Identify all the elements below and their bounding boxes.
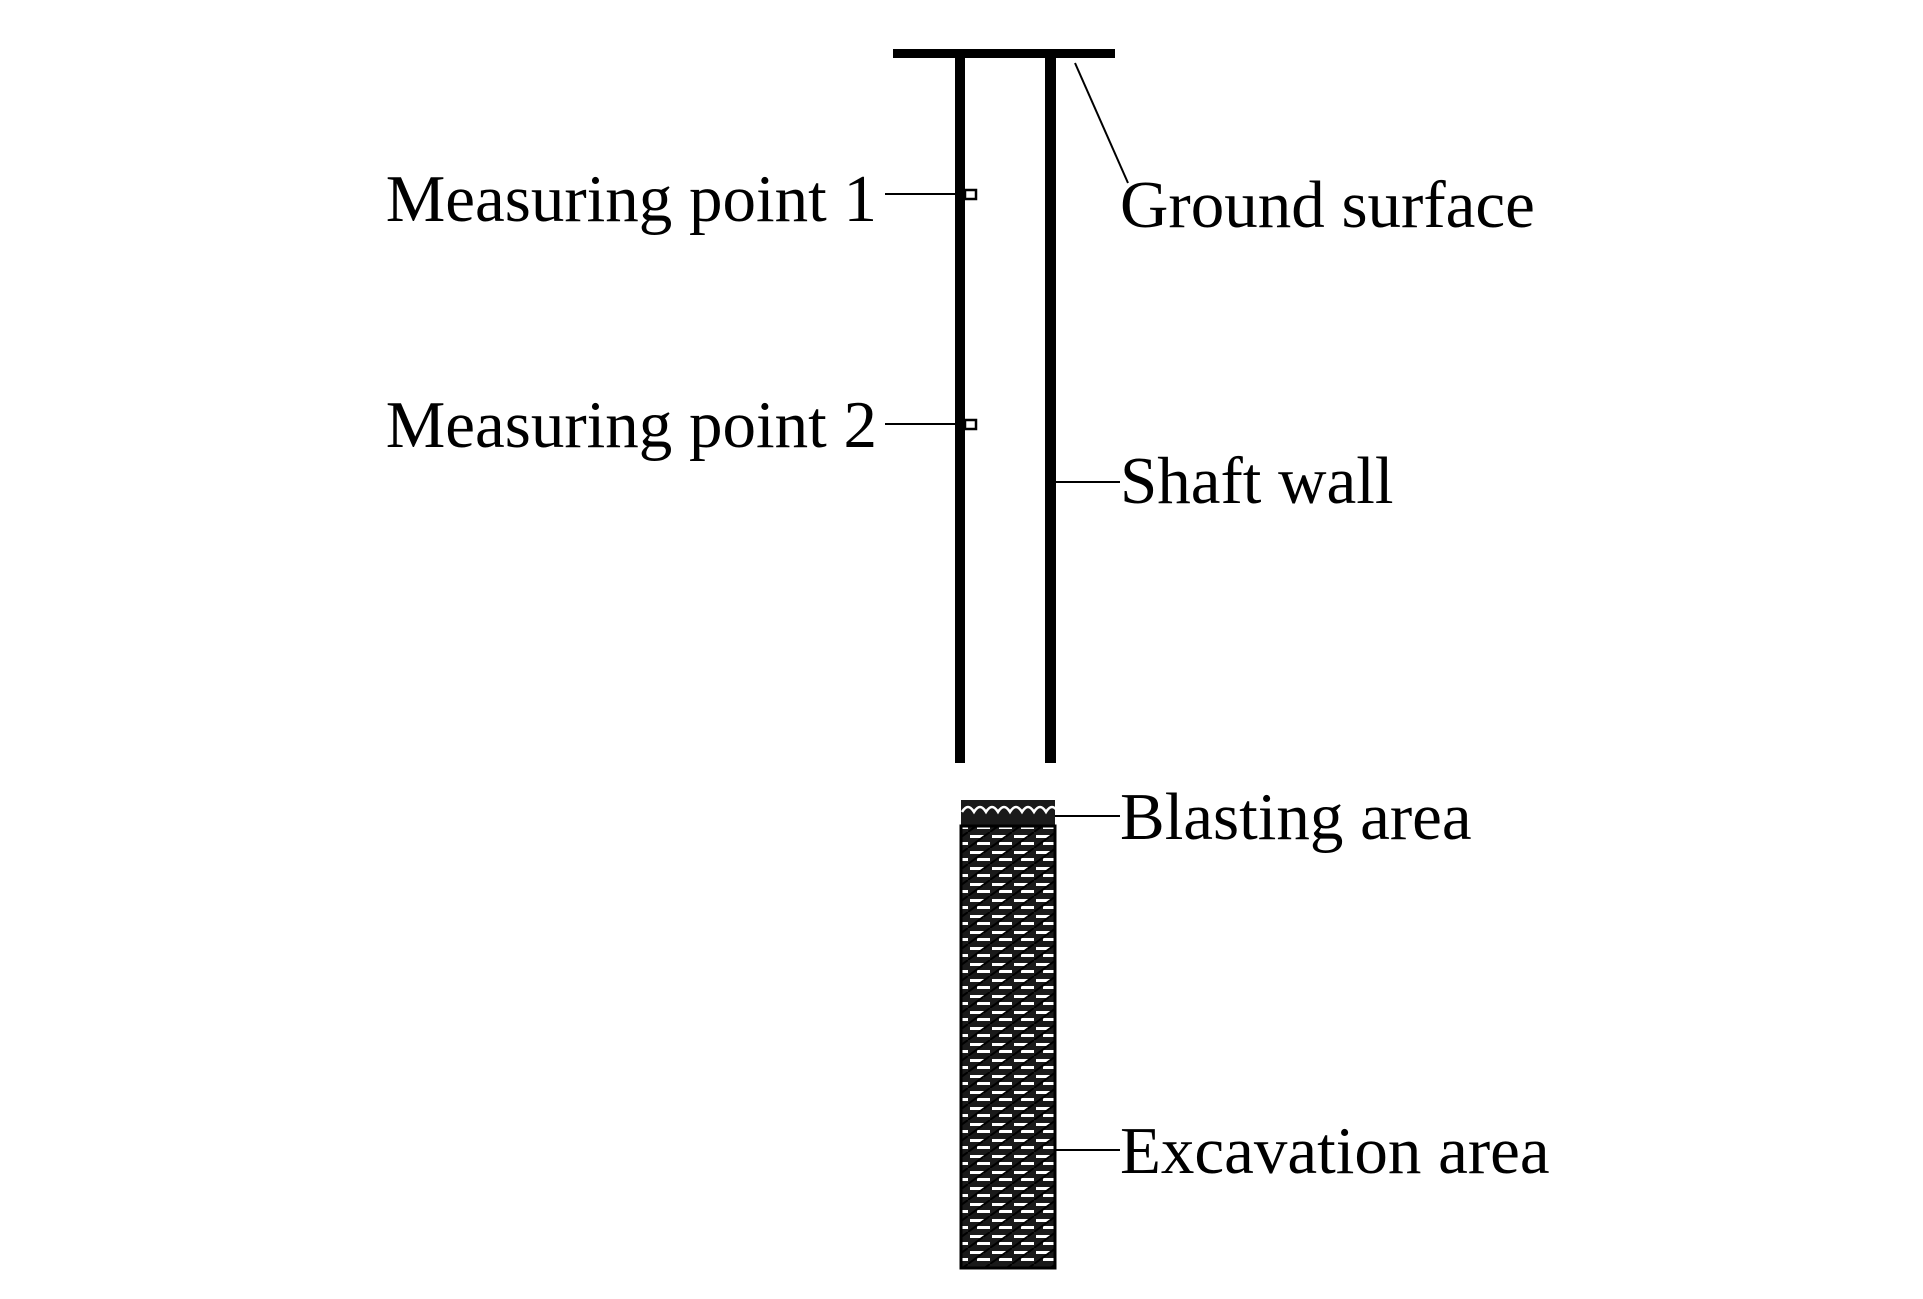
excavation-area-label: Excavation area [1120,1114,1550,1188]
shaft-wall-label: Shaft wall [1120,444,1394,518]
blasting-area-scallops [960,805,1060,815]
measuring-point-1-label: Measuring point 1 [385,162,877,236]
ground-surface-label: Ground surface [1120,168,1535,242]
shaft-wall-left [955,56,965,763]
measuring-point-2-marker [963,418,978,431]
ground-surface-bar [893,49,1115,58]
excavation-area [959,824,1057,1270]
shaft-wall-right [1045,56,1056,763]
blasting-area-label: Blasting area [1120,780,1472,854]
leader-ground-surface [1074,62,1129,184]
measuring-point-1-marker [963,188,978,201]
measuring-point-2-label: Measuring point 2 [385,388,877,462]
blasting-area [961,800,1055,826]
